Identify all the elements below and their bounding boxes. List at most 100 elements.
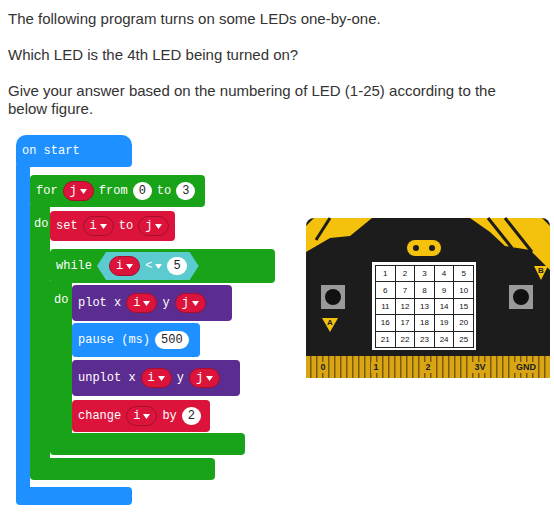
block-text: while [56, 259, 92, 273]
dropdown-caret [192, 301, 199, 306]
led-cell: 25 [453, 331, 474, 348]
led-cell: 6 [375, 281, 396, 298]
logo [407, 240, 441, 256]
question-text: Give your answer based on the numbering … [8, 82, 538, 118]
dropdown-caret [143, 414, 150, 419]
number-oval: 0 [133, 182, 152, 200]
board-corner [470, 218, 550, 270]
pin-label: 3V [472, 362, 487, 373]
unplot-block: unplot xiyj [72, 360, 242, 396]
led-cell: 15 [453, 298, 474, 315]
block-foot [30, 458, 215, 480]
question-text: The following program turns on some LEDs… [8, 10, 538, 28]
block-text: i [133, 296, 140, 310]
button-a-marker [322, 318, 338, 332]
block-header: forjfrom0to3 [30, 175, 205, 207]
dropdown-caret [143, 301, 150, 306]
block-text: j [196, 371, 203, 385]
dropdown-caret [126, 264, 133, 269]
led-cell: 23 [414, 331, 435, 348]
block-text: j [145, 219, 152, 233]
block-text: to [119, 219, 133, 233]
comparison-hexagon: i <5 [97, 252, 199, 280]
button-b-marker [534, 266, 548, 280]
dropdown-caret [206, 376, 213, 381]
led-cell: 4 [434, 265, 455, 282]
led-cell: 9 [434, 281, 455, 298]
block-text: j [182, 296, 189, 310]
block-header: on start [16, 135, 132, 167]
dropdown-caret [143, 414, 150, 419]
led-cell: 3 [414, 265, 435, 282]
block-text: 500 [161, 333, 183, 347]
led-cell: 12 [395, 298, 416, 315]
change-block: changeiby2 [72, 400, 212, 432]
operator-dropdown: < [145, 259, 162, 273]
variable-pill: i [109, 256, 140, 276]
board-stripe [316, 218, 330, 240]
logo-hole [413, 245, 419, 251]
number-oval: 3 [176, 182, 195, 200]
block-text: y [162, 296, 169, 310]
block-text: from [99, 184, 128, 198]
block-arm [30, 205, 50, 460]
number-oval: 5 [167, 257, 186, 275]
number-oval: 2 [182, 407, 201, 425]
block-text: i [116, 259, 123, 273]
dropdown-caret [80, 189, 87, 194]
question-text: Which LED is the 4th LED being turned on… [8, 46, 538, 64]
pin-label: 0 [318, 362, 327, 373]
led-cell: 16 [375, 314, 396, 331]
led-cell: 17 [395, 314, 416, 331]
block-text: do [54, 293, 68, 307]
block-text: 0 [139, 184, 146, 198]
block-text: unplot x [78, 371, 136, 385]
block-text: to [157, 184, 171, 198]
pin-label: GND [514, 362, 538, 373]
edge-connector [306, 356, 550, 378]
led-cell: 11 [375, 298, 396, 315]
loop-block: forjfrom0to3dosetitojwhilei<5doplot xiyj… [30, 175, 215, 480]
board-body [306, 218, 550, 378]
logo-hole [429, 245, 435, 251]
board-stripe [505, 218, 532, 252]
block-text: pause (ms) [78, 333, 150, 347]
led-cell: 19 [434, 314, 455, 331]
button-a [321, 285, 345, 309]
dropdown-caret [155, 224, 162, 229]
block-header: setitoj [50, 211, 175, 241]
while-block: whilei<5doplot xiyjpause (ms)500unplot x… [50, 249, 275, 455]
dropdown-caret [143, 301, 150, 306]
led-cell: 1 [375, 265, 396, 282]
variable-pill: i [126, 293, 157, 313]
button-label: A [327, 319, 333, 327]
block-text: i [90, 219, 97, 233]
pause-block: pause (ms) 500 [72, 323, 202, 357]
pin-label: 2 [423, 362, 432, 373]
block-text: j [70, 184, 77, 198]
grid-frame [372, 262, 476, 350]
led-cell: 7 [395, 281, 416, 298]
variable-pill: i [141, 368, 172, 388]
variable-pill: i [126, 406, 157, 426]
set-block: setitoj [50, 211, 160, 241]
variable-pill: j [63, 181, 94, 201]
block-text: 2 [188, 409, 195, 423]
dropdown-caret [155, 264, 162, 269]
led-cell: 21 [375, 331, 396, 348]
board-corner [306, 218, 372, 252]
dropdown-caret [158, 376, 165, 381]
dropdown-caret [206, 376, 213, 381]
block-header: plot xiyj [72, 285, 232, 321]
led-cell: 10 [453, 281, 474, 298]
led-cell: 22 [395, 331, 416, 348]
block-text: < [145, 259, 152, 273]
led-cell: 13 [414, 298, 435, 315]
block-text: do [34, 217, 48, 231]
dropdown-caret [80, 189, 87, 194]
led-cell: 8 [414, 281, 435, 298]
block-foot [16, 487, 132, 505]
dropdown-caret [100, 224, 107, 229]
led-cell: 24 [434, 331, 455, 348]
dropdown-caret [158, 376, 165, 381]
